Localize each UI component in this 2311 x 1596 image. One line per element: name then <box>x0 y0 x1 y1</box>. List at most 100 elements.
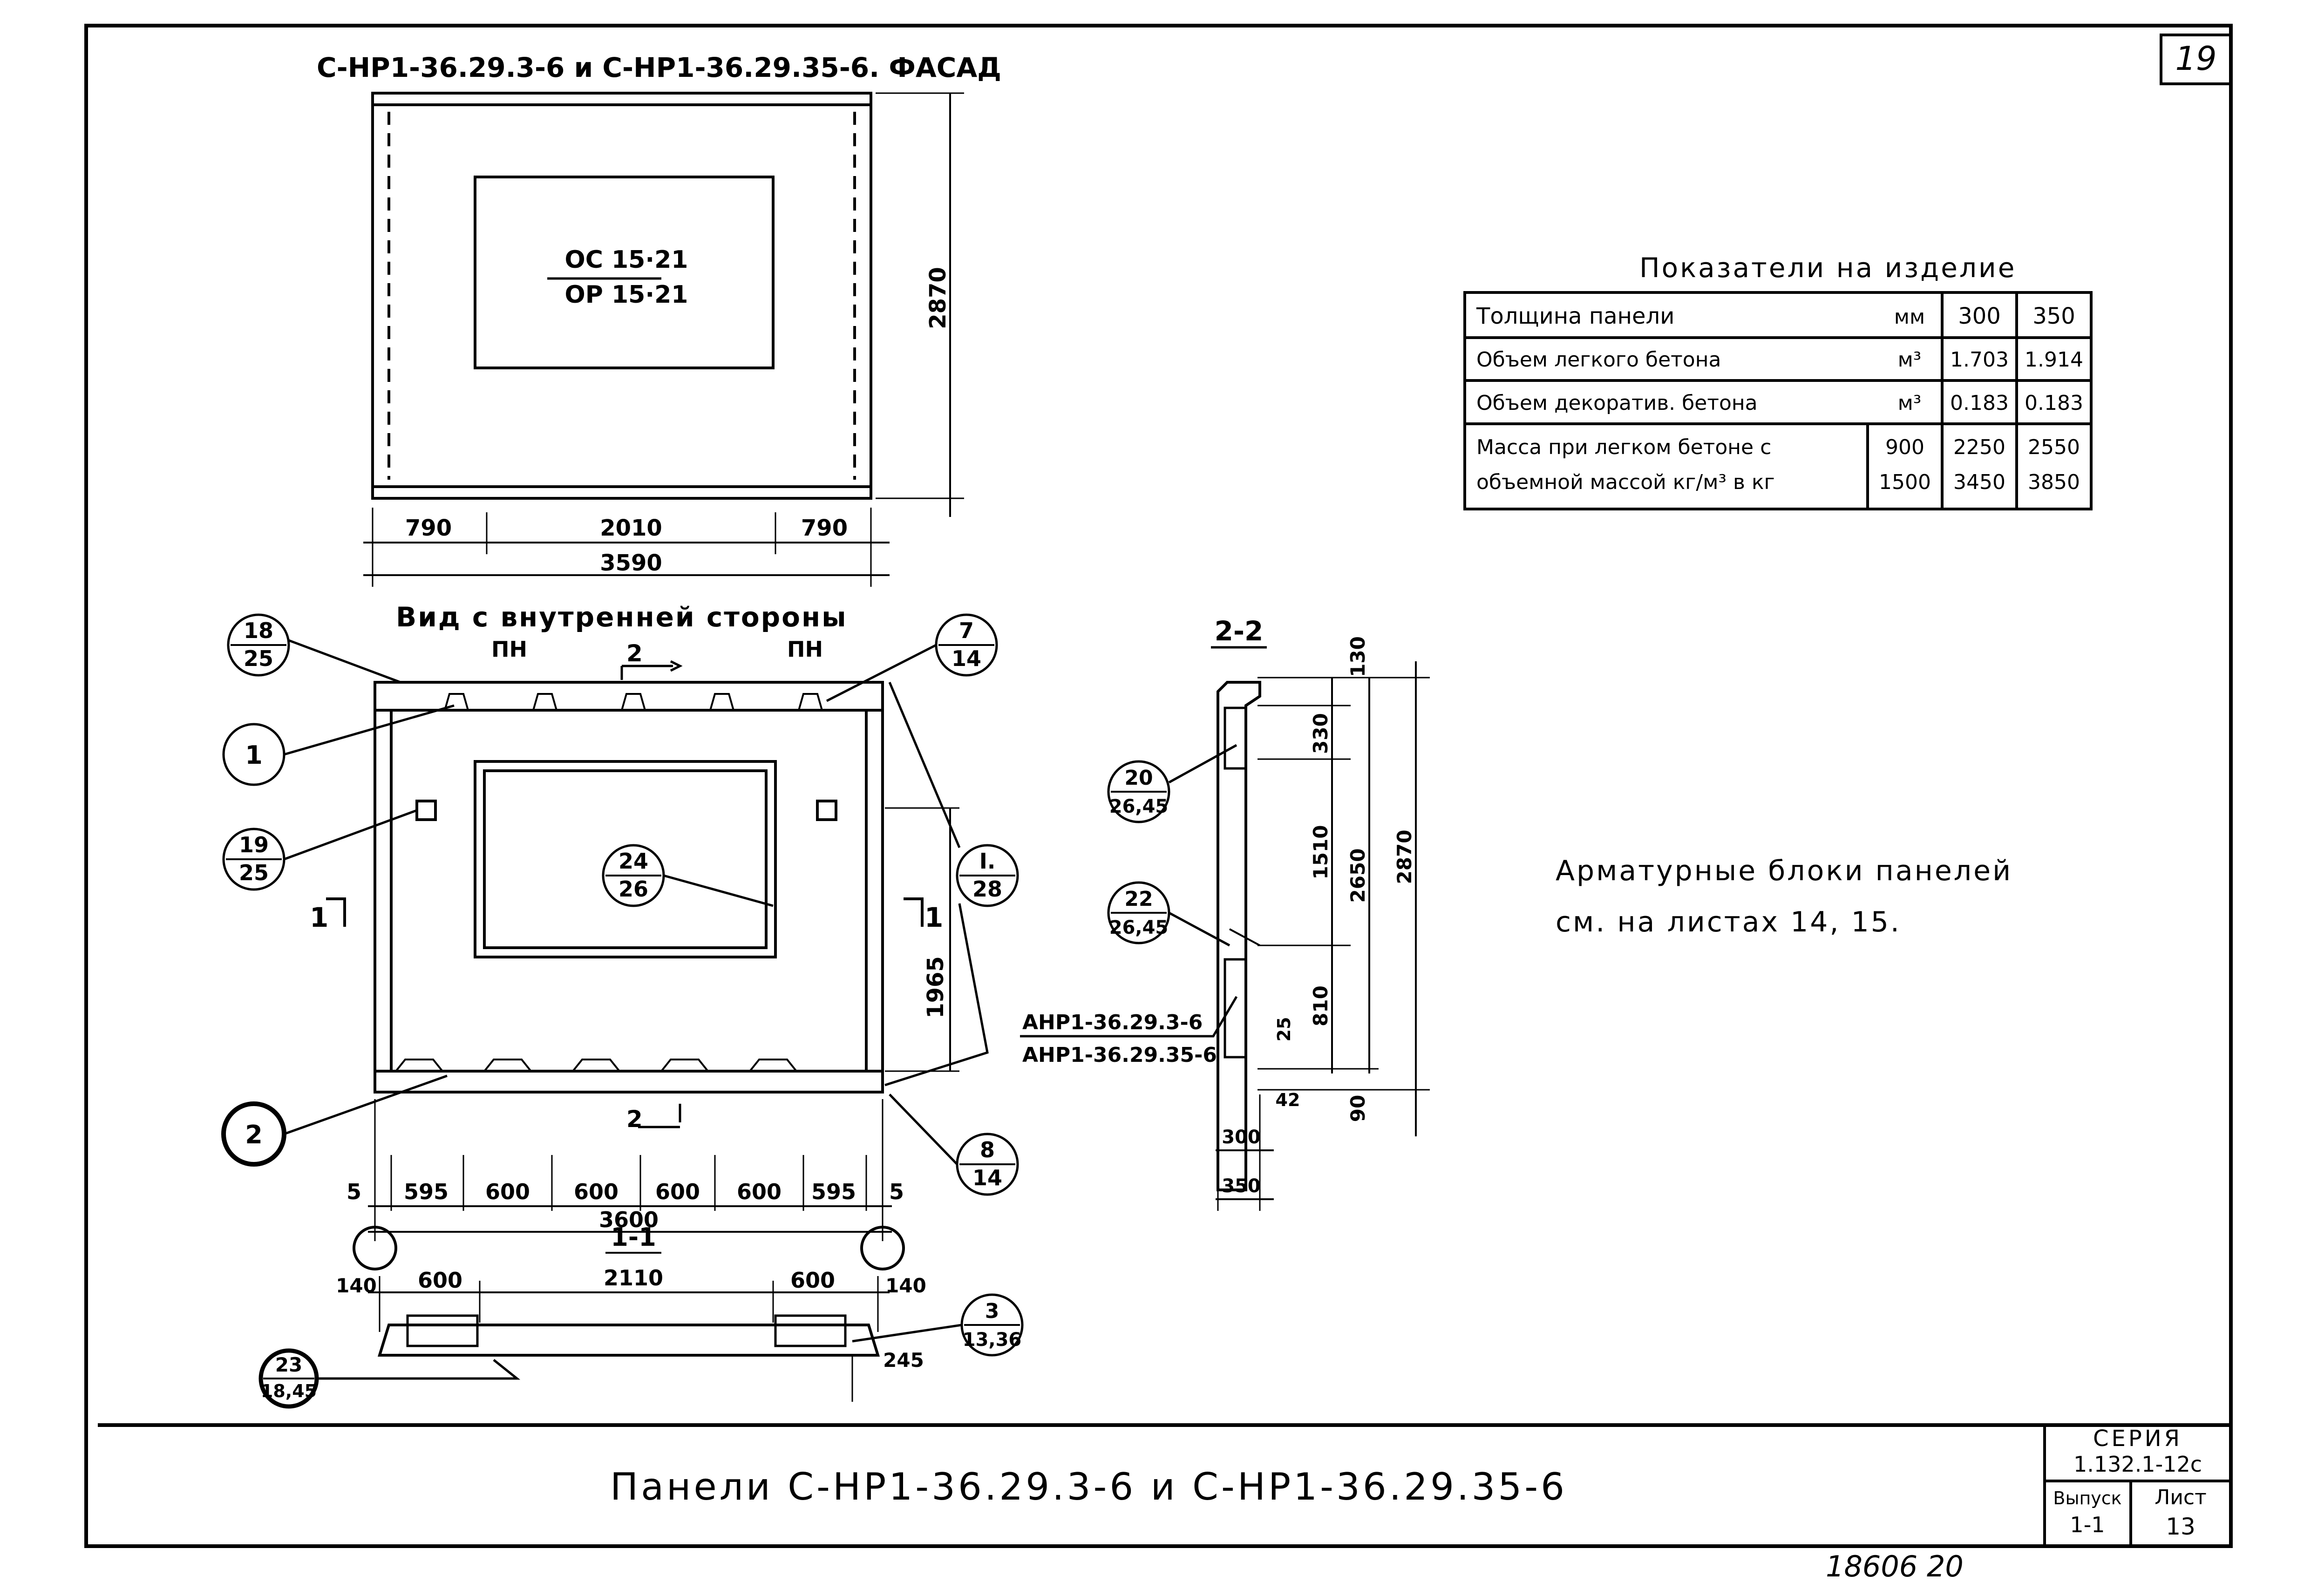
s22-dim-2870: 2870 <box>1393 830 1416 884</box>
ind-row-0-unit: мм <box>1894 305 1925 329</box>
sheet-number-box <box>2160 34 2232 85</box>
ind-row-2-v350: 0.183 <box>2025 391 2083 415</box>
dim-1965: 1965 <box>923 956 949 1019</box>
bottom-dim-5: 600 <box>737 1179 782 1204</box>
embedded-plate-right <box>816 800 837 821</box>
bottom-dim-3: 600 <box>574 1179 619 1204</box>
ind-row-0-v300: 300 <box>1958 303 2001 329</box>
support-circle-right <box>860 1226 905 1270</box>
callout-18-top: 18 <box>244 618 273 643</box>
sheet-frame <box>84 24 2233 1548</box>
section-1-1-title-top: 1-1 <box>611 1222 656 1252</box>
bottom-dim-1: 595 <box>404 1179 449 1204</box>
callout-20-top: 20 <box>1124 766 1153 790</box>
facade-window-label-2: ОР 15·21 <box>565 281 688 309</box>
series-value: 1.132.1-12с <box>2073 1452 2202 1477</box>
block-label-1: АНР1-36.29.3-6 <box>1022 1011 1203 1034</box>
ind-row-1-v350: 1.914 <box>2025 348 2083 372</box>
s11-dim-left-140: 140 <box>336 1274 377 1297</box>
callout-7-top: 7 <box>959 618 974 643</box>
ind-row-2-v300: 0.183 <box>1950 391 2009 415</box>
callout-1-top: 1 <box>245 740 263 770</box>
section-2-2-title: 2-2 <box>1215 615 1264 647</box>
footer-number: 18606 20 <box>1826 1549 1964 1583</box>
inner-window-inner <box>483 769 768 949</box>
sheet-value: 13 <box>2166 1513 2195 1540</box>
facade-dim-height: 2870 <box>925 267 951 329</box>
section-1-left: 1 <box>310 902 328 933</box>
facade-window <box>474 176 775 369</box>
callout-20-bottom: 26,45 <box>1109 796 1169 817</box>
ind-mass-1-v350: 3850 <box>2028 470 2080 494</box>
ind-row-1-unit: м³ <box>1898 348 1922 372</box>
callout-20-26-45 <box>1107 760 1170 823</box>
s22-dim-810: 810 <box>1309 985 1332 1026</box>
callout-I-28 <box>956 844 1019 907</box>
s22-dim-130: 130 <box>1346 636 1369 677</box>
callout-7-bottom: 14 <box>952 646 981 671</box>
bottom-dim-4: 600 <box>655 1179 700 1204</box>
callout-3-top: 3 <box>985 1299 999 1323</box>
callout-19-bottom: 25 <box>239 860 269 885</box>
pn-right: ПН <box>787 637 823 662</box>
callout-18-25 <box>227 613 290 677</box>
callout-I-top: I. <box>979 849 996 874</box>
bottom-dim-2: 600 <box>485 1179 530 1204</box>
section-1-right: 1 <box>924 902 943 933</box>
title-block <box>2043 1425 2231 1546</box>
ind-mass-0-v300: 2250 <box>1953 435 2005 459</box>
section-2-top: 2 <box>626 640 643 667</box>
facade-dim-left: 790 <box>405 515 452 541</box>
s22-dim-350: 350 <box>1222 1175 1261 1197</box>
callout-24-bottom: 26 <box>619 876 648 902</box>
ind-mass-0-v350: 2550 <box>2028 435 2080 459</box>
section-2-2-drawing <box>1216 661 1430 1211</box>
inner-dim-total: 3600 <box>599 1207 659 1232</box>
s11-dim-245: 245 <box>883 1349 924 1372</box>
callout-18-bottom: 25 <box>244 646 273 671</box>
indicators-title: Показатели на изделие <box>1639 252 2016 284</box>
facade-drawing <box>363 92 964 587</box>
callout-23-top: 23 <box>275 1353 302 1376</box>
facade-window-label-1: ОС 15·21 <box>565 246 688 274</box>
embedded-plate-left <box>415 800 437 821</box>
inner-view-drawing <box>326 660 959 1270</box>
sheet-number: 19 <box>2175 40 2216 78</box>
callout-8-top: 8 <box>980 1137 995 1162</box>
s22-dim-1510: 1510 <box>1309 825 1332 880</box>
pn-left: ПН <box>491 637 527 662</box>
series-label: СЕРИЯ <box>2093 1426 2182 1452</box>
ind-mass-label-2: объемной массой кг/м³ в кг <box>1476 470 1775 494</box>
bottom-dim-6: 595 <box>811 1179 856 1204</box>
note-line-1: Арматурные блоки панелей <box>1556 855 2012 887</box>
ind-mass-1-v300: 3450 <box>1953 470 2005 494</box>
bottom-dim-7: 5 <box>889 1179 904 1204</box>
ind-row-0-v350: 350 <box>2032 303 2075 329</box>
s11-dim-right-600: 600 <box>790 1268 835 1293</box>
ind-row-2-unit: м³ <box>1898 391 1922 415</box>
ind-mass-0-density: 900 <box>1885 435 1924 459</box>
callout-23-bottom: 18,45 <box>261 1381 317 1401</box>
s22-dim-330: 330 <box>1309 713 1332 754</box>
s11-dim-right-140: 140 <box>885 1274 926 1297</box>
s22-dim-42: 42 <box>1276 1090 1300 1110</box>
issue-value: 1-1 <box>2070 1512 2105 1537</box>
s11-dim-left-600: 600 <box>418 1268 462 1293</box>
ind-row-0-name: Толщина панели <box>1476 303 1674 329</box>
ind-row-1-v300: 1.703 <box>1950 348 2009 372</box>
s22-dim-25: 25 <box>1274 1017 1294 1042</box>
callout-I-bottom: 28 <box>972 876 1002 902</box>
facade-title: С-НР1-36.29.3-6 и С-НР1-36.29.35-6. ФАСА… <box>317 52 1001 83</box>
inner-window-outer <box>474 760 777 958</box>
section-2-bottom: 2 <box>626 1106 643 1133</box>
callout-8-bottom: 14 <box>972 1165 1002 1190</box>
issue-label: Выпуск <box>2053 1488 2121 1508</box>
callout-24-top: 24 <box>619 849 648 874</box>
title-block-title: Панели С-НР1-36.29.3-6 и С-НР1-36.29.35-… <box>610 1465 1567 1508</box>
inner-view-title: Вид с внутренней стороны <box>396 601 848 633</box>
s22-dim-90: 90 <box>1346 1095 1369 1122</box>
section-1-1-title-bottom: 2110 <box>604 1265 663 1290</box>
sheet-label: Лист <box>2155 1486 2207 1509</box>
callout-3-bottom: 13,36 <box>963 1329 1022 1351</box>
facade-dim-total: 3590 <box>600 550 662 576</box>
